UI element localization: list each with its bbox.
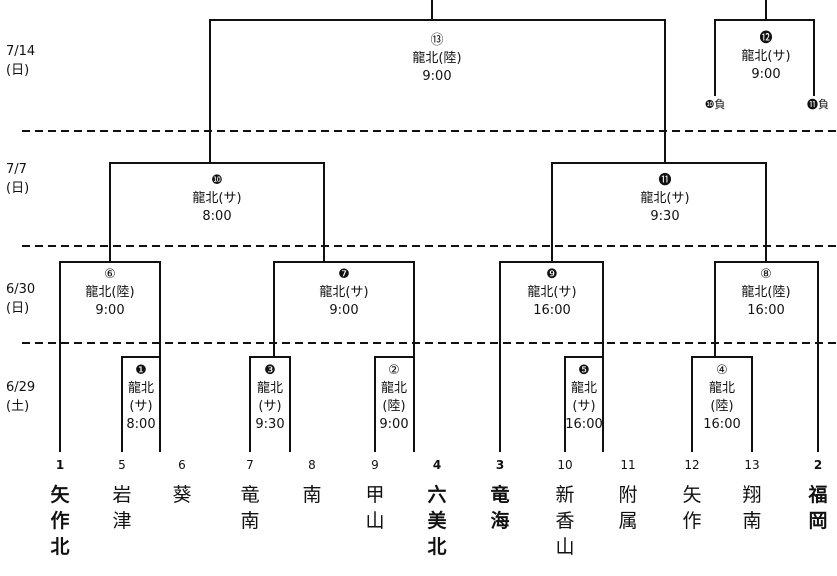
team-number: 11: [620, 458, 636, 472]
team-name: 岩津: [112, 484, 132, 532]
bracket-match-7: [273, 261, 415, 357]
bracket-match-12: [714, 19, 815, 96]
date-7-14: 7/14(日): [6, 44, 36, 78]
date-6-30: 6/30(日): [6, 282, 36, 316]
team-name: 葵: [172, 484, 192, 506]
team-name: 附属: [618, 484, 638, 532]
team-name: 六美北: [427, 484, 447, 558]
team-number: 7: [246, 458, 254, 472]
team-name: 翔南: [742, 484, 762, 532]
team-name: 南: [302, 484, 322, 506]
team-name: 矢作北: [50, 484, 70, 558]
team-name: 福岡: [808, 484, 828, 532]
team-number: 2: [813, 458, 823, 472]
team-number: 9: [371, 458, 379, 472]
bracket-match-13: [209, 19, 666, 163]
team-name: 矢作: [682, 484, 702, 532]
bracket-paths: [59, 0, 819, 452]
team-number: 13: [744, 458, 760, 472]
bracket-match-10: [109, 162, 325, 262]
bracket-match-4: [691, 356, 753, 452]
bracket-match-3: [249, 356, 291, 452]
team-number: 6: [178, 458, 186, 472]
team-name: 新香山: [555, 484, 575, 558]
bracket-match-5: [564, 356, 604, 452]
team-number: 5: [118, 458, 126, 472]
team-name: 甲山: [365, 484, 385, 532]
loser-right-label: ⓫負: [807, 98, 829, 111]
team-number: 1: [55, 458, 65, 472]
team-number: 3: [495, 458, 505, 472]
team-number: 10: [557, 458, 573, 472]
team-name: 竜南: [240, 484, 260, 532]
bracket-match-2: [374, 356, 415, 452]
team-name: 竜海: [490, 484, 510, 532]
bracket-match-11: [551, 162, 767, 262]
date-dividers: [22, 130, 837, 344]
date-6-29: 6/29(土): [6, 380, 36, 414]
loser-left-label: ❿負: [704, 98, 726, 111]
team-number: 12: [684, 458, 700, 472]
bracket-match-1: [121, 356, 161, 452]
team-number: 8: [308, 458, 316, 472]
date-7-7: 7/7(日): [6, 162, 30, 196]
team-number: 4: [432, 458, 442, 472]
